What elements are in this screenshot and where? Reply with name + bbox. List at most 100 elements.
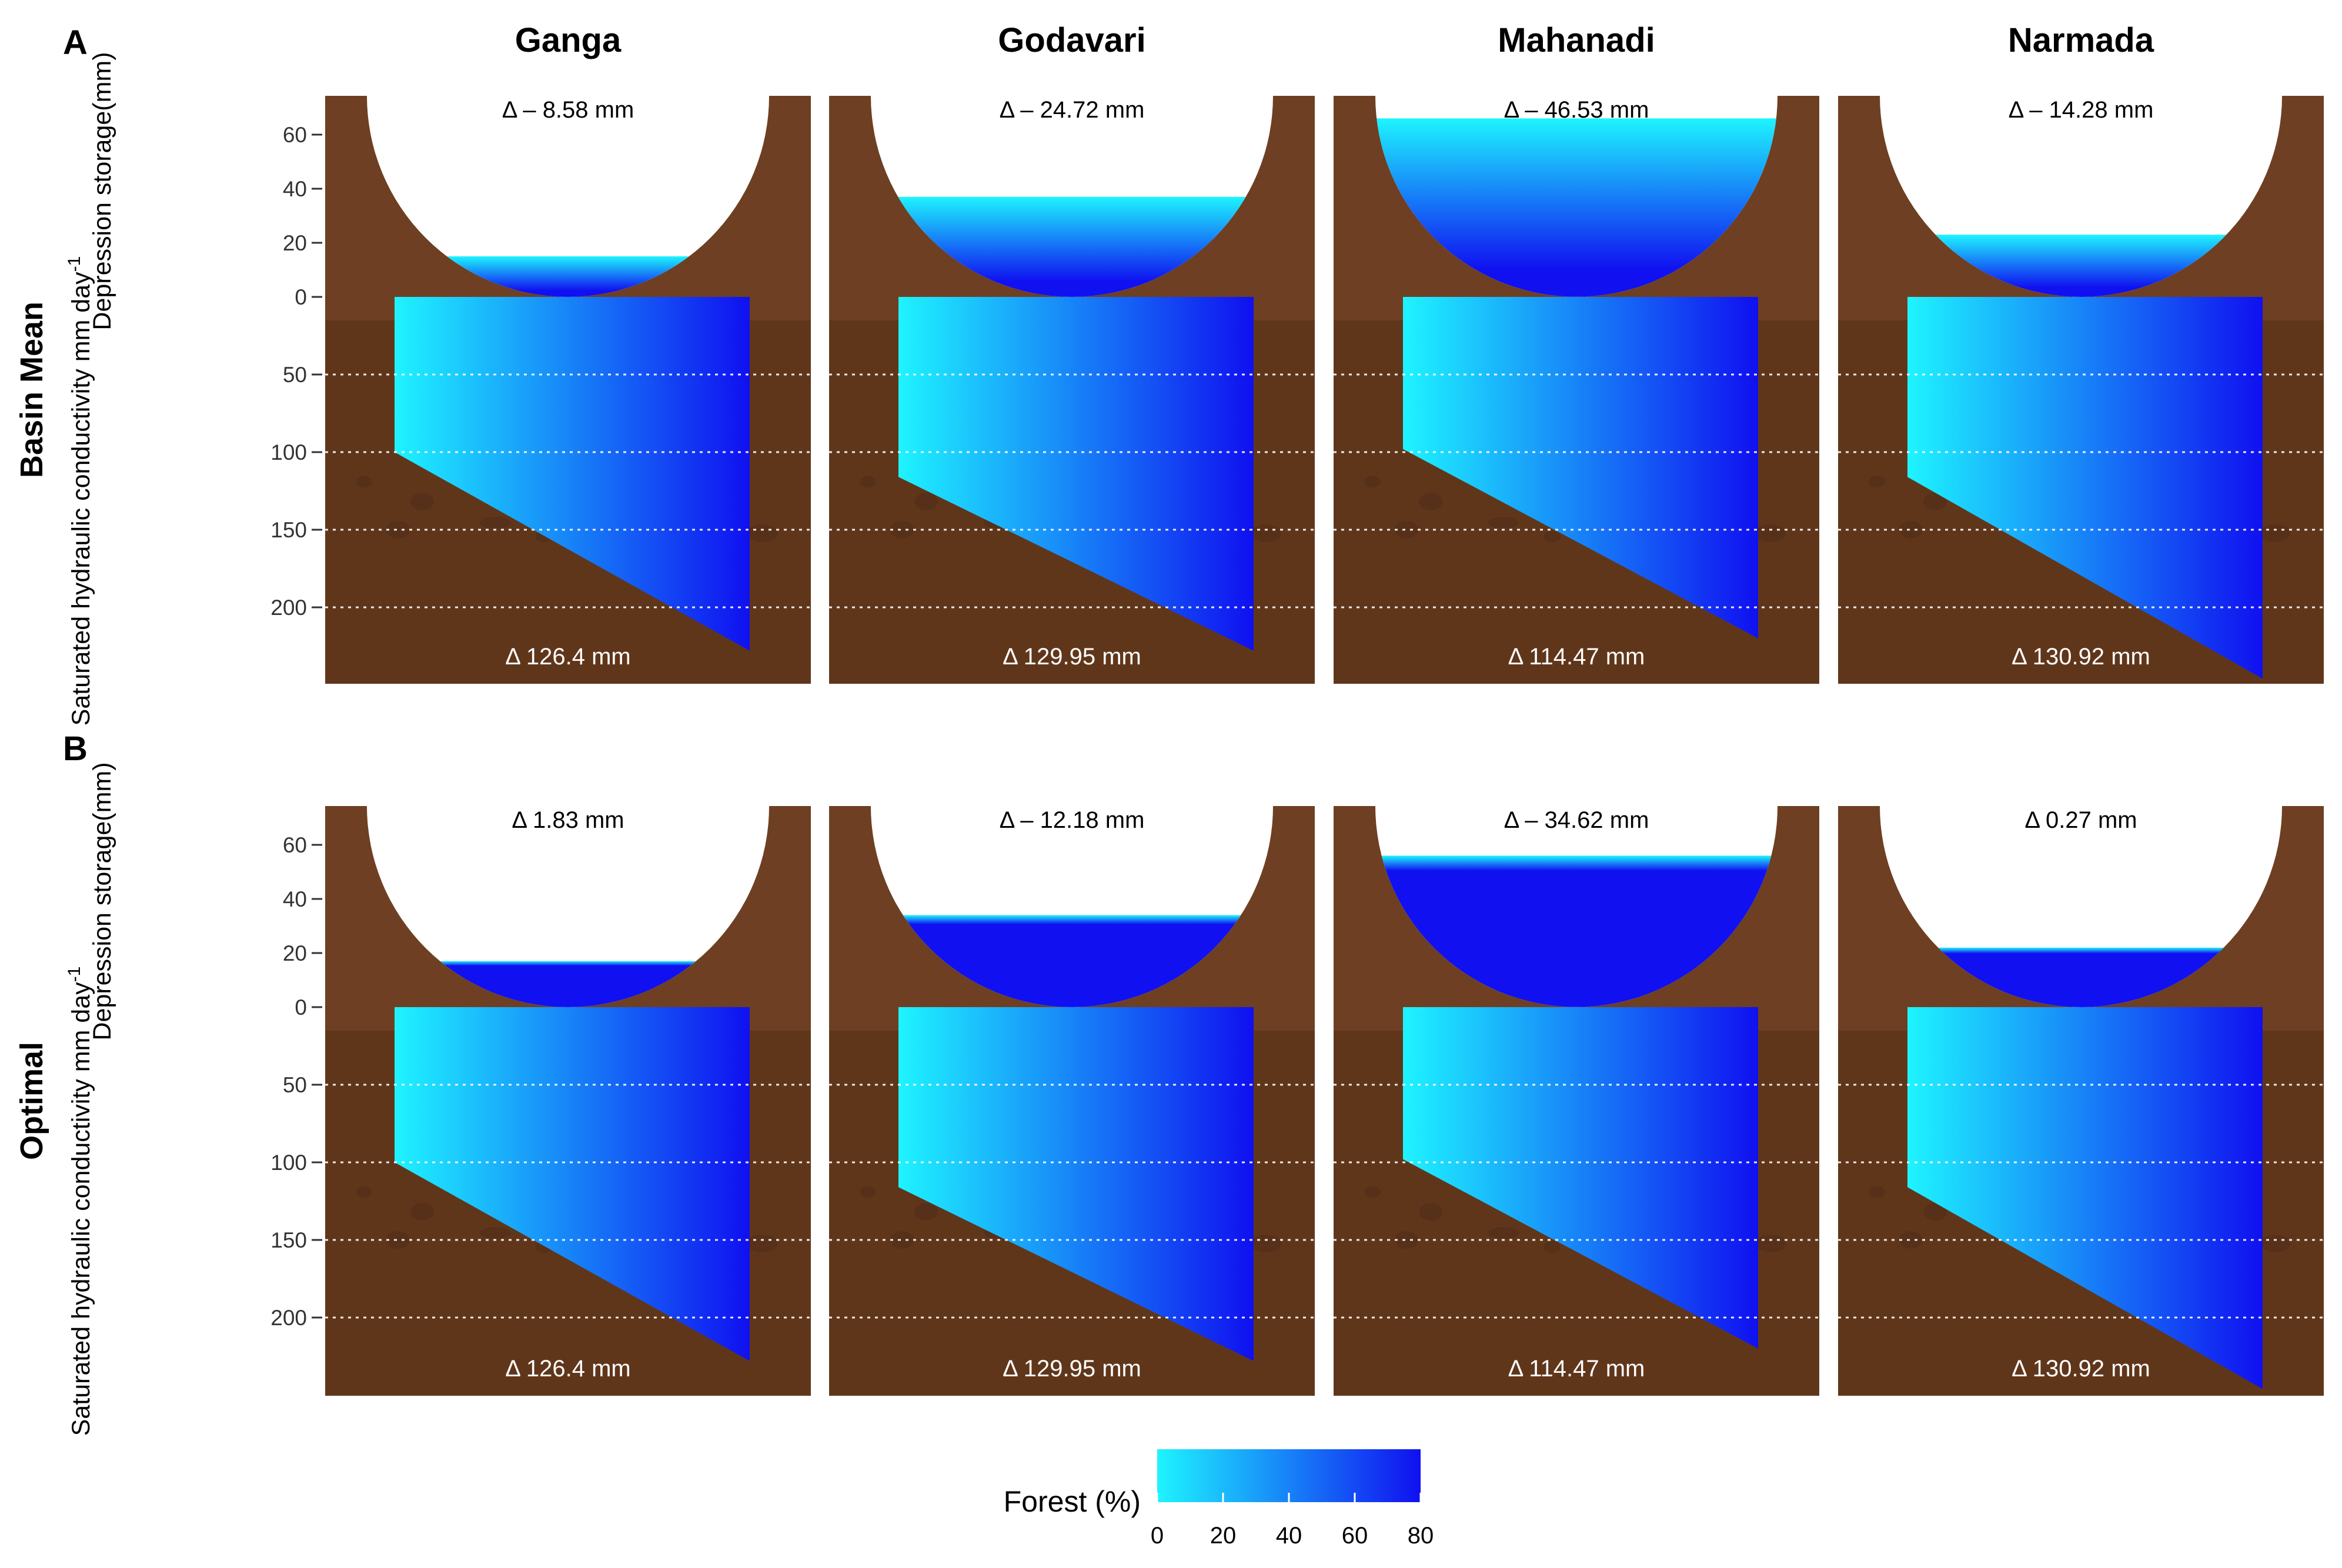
legend: Forest (%) 0 20 40 60 80 <box>1004 1449 1434 1549</box>
soil-pebble <box>1543 1241 1561 1253</box>
soil-pebble <box>1364 476 1381 488</box>
ylabel-ksat-main: Saturated hydraulic conductivity mm day <box>67 982 95 1436</box>
ksat-delta-label: Δ 129.95 mm <box>1003 644 1141 670</box>
depression-delta-label: Δ 0.27 mm <box>2024 807 2137 833</box>
soil-pebble <box>890 1231 914 1249</box>
soil-pebble <box>914 1203 938 1221</box>
soil-pebble <box>480 517 511 529</box>
ylabel-ksat-sup: -1 <box>65 967 84 982</box>
ytick-depression-60: 60 <box>283 833 307 857</box>
ytick-ksat-200: 200 <box>270 1306 307 1330</box>
legend-tick-80: 80 <box>1408 1523 1434 1549</box>
ytick-depression-40: 40 <box>283 887 307 911</box>
soil-pebble <box>890 521 914 539</box>
ytick-depression-40: 40 <box>283 177 307 201</box>
soil-pebble <box>747 1235 778 1252</box>
ksat-delta-label: Δ 126.4 mm <box>505 644 630 670</box>
soil-pebble <box>1251 1235 1282 1252</box>
ksat-area <box>1403 1007 1758 1349</box>
column-header-narmada: Narmada <box>2008 21 2154 59</box>
ksat-delta-label: Δ 126.4 mm <box>505 1356 630 1382</box>
ylabel-ksat: Saturated hydraulic conductivity mm day-… <box>65 256 95 726</box>
depression-delta-label: Δ 1.83 mm <box>512 807 624 833</box>
ksat-area <box>395 1007 750 1361</box>
soil-pebble <box>1488 517 1519 529</box>
soil-pebble <box>1923 1203 1947 1221</box>
ytick-ksat-200: 200 <box>270 596 307 620</box>
soil-pebble <box>860 1186 877 1198</box>
soil-pebble <box>1394 1231 1418 1249</box>
panel-narmada: Δ – 14.28 mm Δ 130.92 mm <box>1838 96 2324 684</box>
panel-mahanadi: Δ – 46.53 mm Δ 114.47 mm <box>1334 96 1819 684</box>
ylabel-depression-storage: Depression storage(mm) <box>88 762 116 1040</box>
soil-pebble <box>1543 531 1561 543</box>
soil-pebble <box>1869 476 1886 488</box>
ytick-ksat-50: 50 <box>283 1073 307 1097</box>
depression-delta-label: Δ – 46.53 mm <box>1504 97 1649 123</box>
ytick-depression-20: 20 <box>283 231 307 255</box>
depression-bowl <box>367 806 769 1007</box>
panel-godavari: Δ – 12.18 mm Δ 129.95 mm <box>829 806 1315 1396</box>
ytick-ksat-100: 100 <box>270 1151 307 1175</box>
soil-pebble <box>2260 1235 2291 1252</box>
soil-pebble <box>1755 1235 1786 1252</box>
column-header-ganga: Ganga <box>515 21 622 59</box>
soil-pebble <box>1869 1186 1886 1198</box>
legend-tick-40: 40 <box>1276 1523 1302 1549</box>
panel-letter-b: B <box>63 730 88 768</box>
column-header-mahanadi: Mahanadi <box>1498 21 1655 59</box>
ksat-area <box>898 1007 1254 1361</box>
ytick-depression-60: 60 <box>283 123 307 147</box>
ksat-delta-label: Δ 130.92 mm <box>2012 1356 2150 1382</box>
panel-mahanadi: Δ – 34.62 mm Δ 114.47 mm <box>1334 806 1819 1396</box>
ksat-delta-label: Δ 130.92 mm <box>2012 644 2150 670</box>
soil-pebble <box>410 1203 435 1221</box>
soil-pebble <box>1488 1227 1519 1239</box>
depression-delta-label: Δ – 8.58 mm <box>502 97 634 123</box>
depression-bowl <box>367 96 769 297</box>
soil-pebble <box>1899 1231 1923 1249</box>
ksat-area <box>1907 1007 2263 1389</box>
depression-delta-label: Δ – 14.28 mm <box>2009 97 2154 123</box>
soil-pebble <box>1251 524 1282 542</box>
depression-delta-label: Δ – 34.62 mm <box>1504 807 1649 833</box>
ytick-ksat-50: 50 <box>283 363 307 387</box>
soil-pebble <box>480 1227 511 1239</box>
row-basin-mean: Basin Mean Depression storage(mm)Saturate… <box>14 52 2324 726</box>
legend-tick-0: 0 <box>1151 1523 1164 1549</box>
ksat-delta-label: Δ 114.47 mm <box>1508 1356 1645 1382</box>
ksat-area <box>1403 297 1758 638</box>
soil-pebble <box>356 1186 373 1198</box>
ytick-ksat-150: 150 <box>270 518 307 542</box>
ytick-ksat-150: 150 <box>270 1228 307 1252</box>
ksat-area <box>1907 297 2263 679</box>
soil-pebble <box>2260 524 2291 542</box>
column-header-godavari: Godavari <box>998 21 1145 59</box>
soil-pebble <box>1923 493 1947 510</box>
ksat-area <box>898 297 1254 651</box>
ylabel-ksat-sup: -1 <box>65 256 84 272</box>
soil-pebble <box>356 476 373 488</box>
panel-letter-a: A <box>63 24 88 62</box>
panel-godavari: Δ – 24.72 mmΔ 129.95 mm <box>829 96 1315 684</box>
legend-tick-20: 20 <box>1210 1523 1237 1549</box>
depression-delta-label: Δ – 12.18 mm <box>1000 807 1145 833</box>
ytick-depression-0: 0 <box>295 995 307 1019</box>
soil-pebble <box>1394 521 1418 539</box>
ksat-delta-label: Δ 114.47 mm <box>1508 644 1645 670</box>
row-optimal: Optimal Depression storage(mm)Saturated h… <box>14 762 2324 1436</box>
row-label: Optimal <box>14 1042 49 1160</box>
soil-pebble <box>1755 524 1786 542</box>
soil-pebble <box>386 521 410 539</box>
soil-pebble <box>1419 1203 1443 1221</box>
ylabel-depression-storage: Depression storage(mm) <box>88 52 116 330</box>
row-label: Basin Mean <box>14 302 49 478</box>
legend-tick-60: 60 <box>1342 1523 1368 1549</box>
soil-pebble <box>747 524 778 542</box>
ksat-delta-label: Δ 129.95 mm <box>1003 1356 1141 1382</box>
ylabel-ksat-main: Saturated hydraulic conductivity mm day <box>67 272 95 726</box>
legend-title: Forest (%) <box>1004 1485 1141 1518</box>
panel-narmada: Δ 0.27 mm Δ 130.92 mm <box>1838 806 2324 1396</box>
soil-pebble <box>1899 521 1923 539</box>
